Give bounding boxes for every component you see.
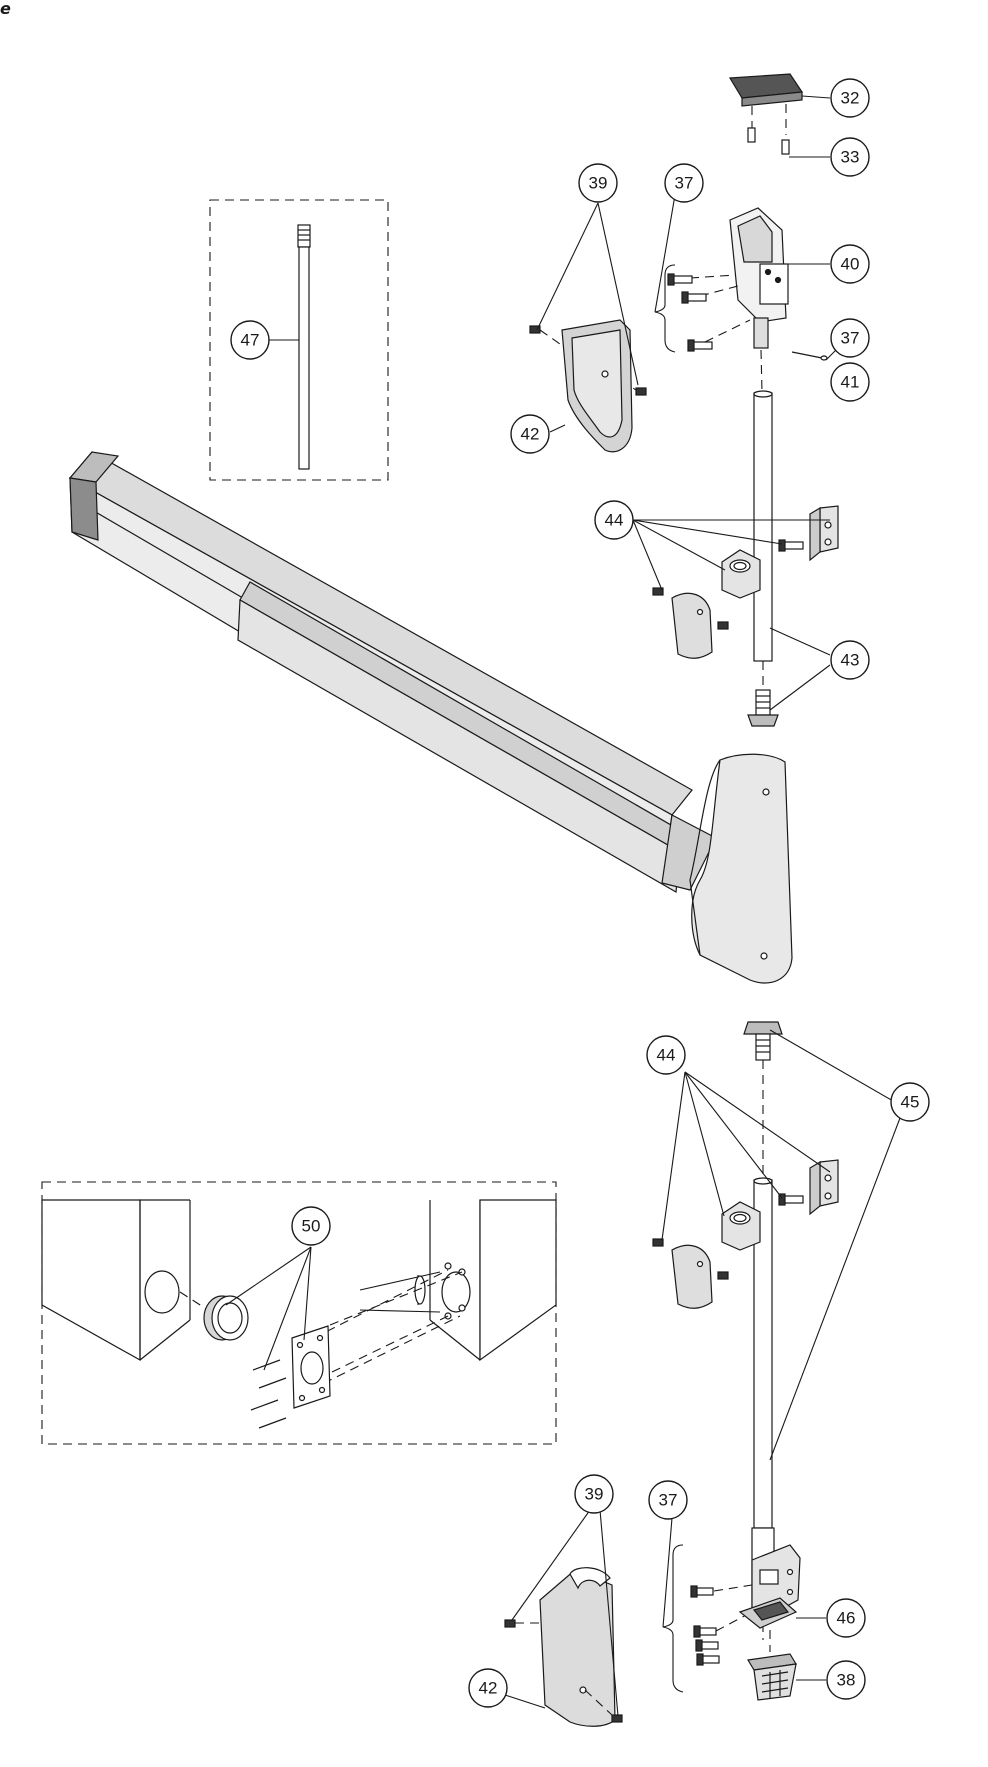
callout-41: 41 — [830, 362, 870, 402]
svg-text:42: 42 — [479, 1679, 498, 1698]
corner-mark: e — [0, 0, 11, 18]
svg-text:37: 37 — [841, 329, 860, 348]
lower-guides-44 — [652, 1071, 839, 1309]
svg-text:44: 44 — [657, 1046, 676, 1065]
callout-33: 33 — [830, 137, 870, 177]
svg-text:32: 32 — [841, 89, 860, 108]
lower-cover-42 — [504, 1509, 623, 1727]
callout-45: 45 — [890, 1082, 930, 1122]
callout-32: 32 — [830, 78, 870, 118]
svg-text:43: 43 — [841, 651, 860, 670]
callout-50: 50 — [291, 1206, 331, 1246]
strike-insert-50-inset — [41, 1181, 557, 1445]
rod-47-inset — [209, 199, 389, 481]
callout-47: 47 — [230, 320, 270, 360]
callout-39-lower: 39 — [574, 1474, 614, 1514]
upper-guides-44 — [632, 505, 839, 659]
svg-text:44: 44 — [605, 511, 624, 530]
callout-42-upper: 42 — [510, 414, 550, 454]
svg-text:47: 47 — [241, 331, 260, 350]
exit-bar-assembly — [68, 451, 793, 984]
svg-text:37: 37 — [675, 174, 694, 193]
svg-text:50: 50 — [302, 1217, 321, 1236]
callout-38: 38 — [826, 1660, 866, 1700]
bottom-latch-group — [662, 1517, 826, 1701]
svg-text:39: 39 — [585, 1485, 604, 1504]
callout-46: 46 — [826, 1598, 866, 1638]
callout-37-pin: 37 — [830, 318, 870, 358]
svg-text:40: 40 — [841, 255, 860, 274]
upper-cover-42 — [529, 202, 713, 453]
upper-rod-43 — [747, 390, 831, 727]
lower-rod-45 — [743, 1021, 901, 1640]
svg-text:38: 38 — [837, 1671, 856, 1690]
svg-text:33: 33 — [841, 148, 860, 167]
callout-39-upper: 39 — [578, 163, 618, 203]
callout-42-lower: 42 — [468, 1668, 508, 1708]
svg-text:41: 41 — [841, 373, 860, 392]
callout-44-lower: 44 — [646, 1035, 686, 1075]
callout-40: 40 — [830, 244, 870, 284]
svg-text:45: 45 — [901, 1093, 920, 1112]
callout-37-lower: 37 — [648, 1480, 688, 1520]
svg-text:42: 42 — [521, 425, 540, 444]
svg-text:39: 39 — [589, 174, 608, 193]
callout-44-upper: 44 — [594, 500, 634, 540]
top-latch-group — [654, 73, 837, 393]
callout-37-upper: 37 — [664, 163, 704, 203]
svg-text:37: 37 — [659, 1491, 678, 1510]
callout-43: 43 — [830, 640, 870, 680]
svg-text:46: 46 — [837, 1609, 856, 1628]
